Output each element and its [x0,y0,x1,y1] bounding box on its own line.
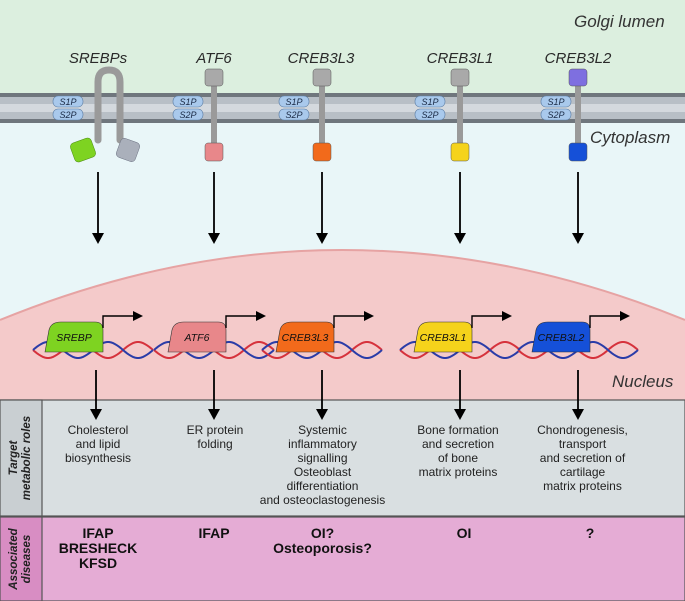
protein-name-creb3l2: CREB3L2 [544,50,612,67]
srebp-tf-shape [44,321,104,353]
role-atf6: ER protein folding [186,423,244,451]
roles-side-label: Target metabolic roles [8,415,33,501]
creb3l2-arrow-nucleus-head [572,233,584,244]
disease-srebps: IFAP BRESHECK KFSD [58,525,138,571]
s2p-label: S2P [59,110,76,120]
s1p-label: S1P [547,97,564,107]
disease-creb3l1: OI [456,525,472,541]
promoter-arrow-icon [102,315,133,328]
s2p-label: S2P [421,110,438,120]
roles-panel [0,399,685,517]
role-creb3l1: Bone formation and secretion of bone mat… [417,423,499,479]
s2p-label: S2P [547,110,564,120]
golgi-lumen-label: Golgi lumen [574,12,665,31]
s1p-label: S1P [421,97,438,107]
s1p-label: S1P [285,97,302,107]
promoter-arrowhead [502,311,512,321]
nuclear-envelope [0,249,685,321]
protein-name-creb3l3: CREB3L3 [287,50,355,67]
srebp-arrow-role-head [90,409,102,420]
srebp-tf-label: SREBP [56,332,92,344]
creb3l1-arrow-role-head [454,409,466,420]
promoter-arrowhead [256,311,266,321]
atf6-tf-label: ATF6 [184,332,210,344]
promoter-arrow-icon [471,315,502,328]
atf6-arrow-nucleus-head [208,233,220,244]
role-creb3l3: Systemic inflammatory signalling Osteobl… [259,423,386,507]
srebp-bhlh-domain [70,137,96,163]
s2p-label: S2P [285,110,302,120]
roles-side-tab [0,399,43,517]
creb3l2-arrow-role-head [572,409,584,420]
creb3l1-tf-label: CREB3L1 [420,332,467,344]
atf6-lumenal-domain [204,68,224,87]
promoter-arrowhead [364,311,374,321]
protein-name-creb3l1: CREB3L1 [426,50,494,67]
protein-name-srebps: SREBPs [68,50,128,67]
disease-creb3l2: ? [585,525,595,541]
atf6-arrow-role-head [208,409,220,420]
creb3l2-tf-shape [531,321,591,353]
creb3l1-lumenal-domain [450,68,470,87]
s1p-protease [540,95,572,108]
role-srebps: Cholesterol and lipid biosynthesis [64,423,132,465]
atf6-bzip-domain [204,142,224,162]
diseases-side-label: Associated diseases [8,528,33,590]
diseases-panel [0,516,685,601]
srebp-hairpin [94,66,124,144]
creb3l3-arrow-nucleus-head [316,233,328,244]
srebp-arrow-nucleus-head [92,233,104,244]
creb3l2-lumenal-domain [568,68,588,87]
creb3l3-arrow-role-head [316,409,328,420]
srebp-regulatory-domain [116,138,140,162]
s1p-protease [414,95,446,108]
s1p-label: S1P [179,97,196,107]
creb3l2-bzip-domain [568,142,588,162]
creb3l2-tf-label: CREB3L2 [538,332,585,344]
s1p-protease [278,95,310,108]
s1p-label: S1P [59,97,76,107]
s2p-protease [278,108,310,121]
s2p-protease [414,108,446,121]
nucleus-region [0,250,685,400]
cytoplasm-label: Cytoplasm [590,128,671,147]
promoter-arrow-icon [589,315,620,328]
s1p-protease [52,95,84,108]
disease-atf6: IFAP [198,525,230,541]
promoter-arrowhead [133,311,143,321]
nucleus-label: Nucleus [612,372,674,391]
s2p-label: S2P [179,110,196,120]
promoter-arrow-icon [333,315,364,328]
creb3l3-bzip-domain [312,142,332,162]
promoter-arrow-icon [225,315,256,328]
role-creb3l2: Chondrogenesis, transport and secretion … [537,423,628,493]
creb3l3-tf-label: CREB3L3 [282,332,329,344]
promoter-arrowhead [620,311,630,321]
s2p-protease [540,108,572,121]
creb3l1-tf-shape [413,321,473,353]
disease-creb3l3: OI? Osteoporosis? [273,525,372,556]
creb3l3-lumenal-domain [312,68,332,87]
golgi-membrane [0,93,685,123]
atf6-tf-shape [167,321,227,353]
creb3l1-arrow-nucleus-head [454,233,466,244]
protein-name-atf6: ATF6 [196,50,232,67]
creb3l1-bzip-domain [450,142,470,162]
diseases-side-tab [0,516,43,601]
s1p-protease [172,95,204,108]
s2p-protease [172,108,204,121]
creb3l3-tf-shape [275,321,335,353]
s2p-protease [52,108,84,121]
